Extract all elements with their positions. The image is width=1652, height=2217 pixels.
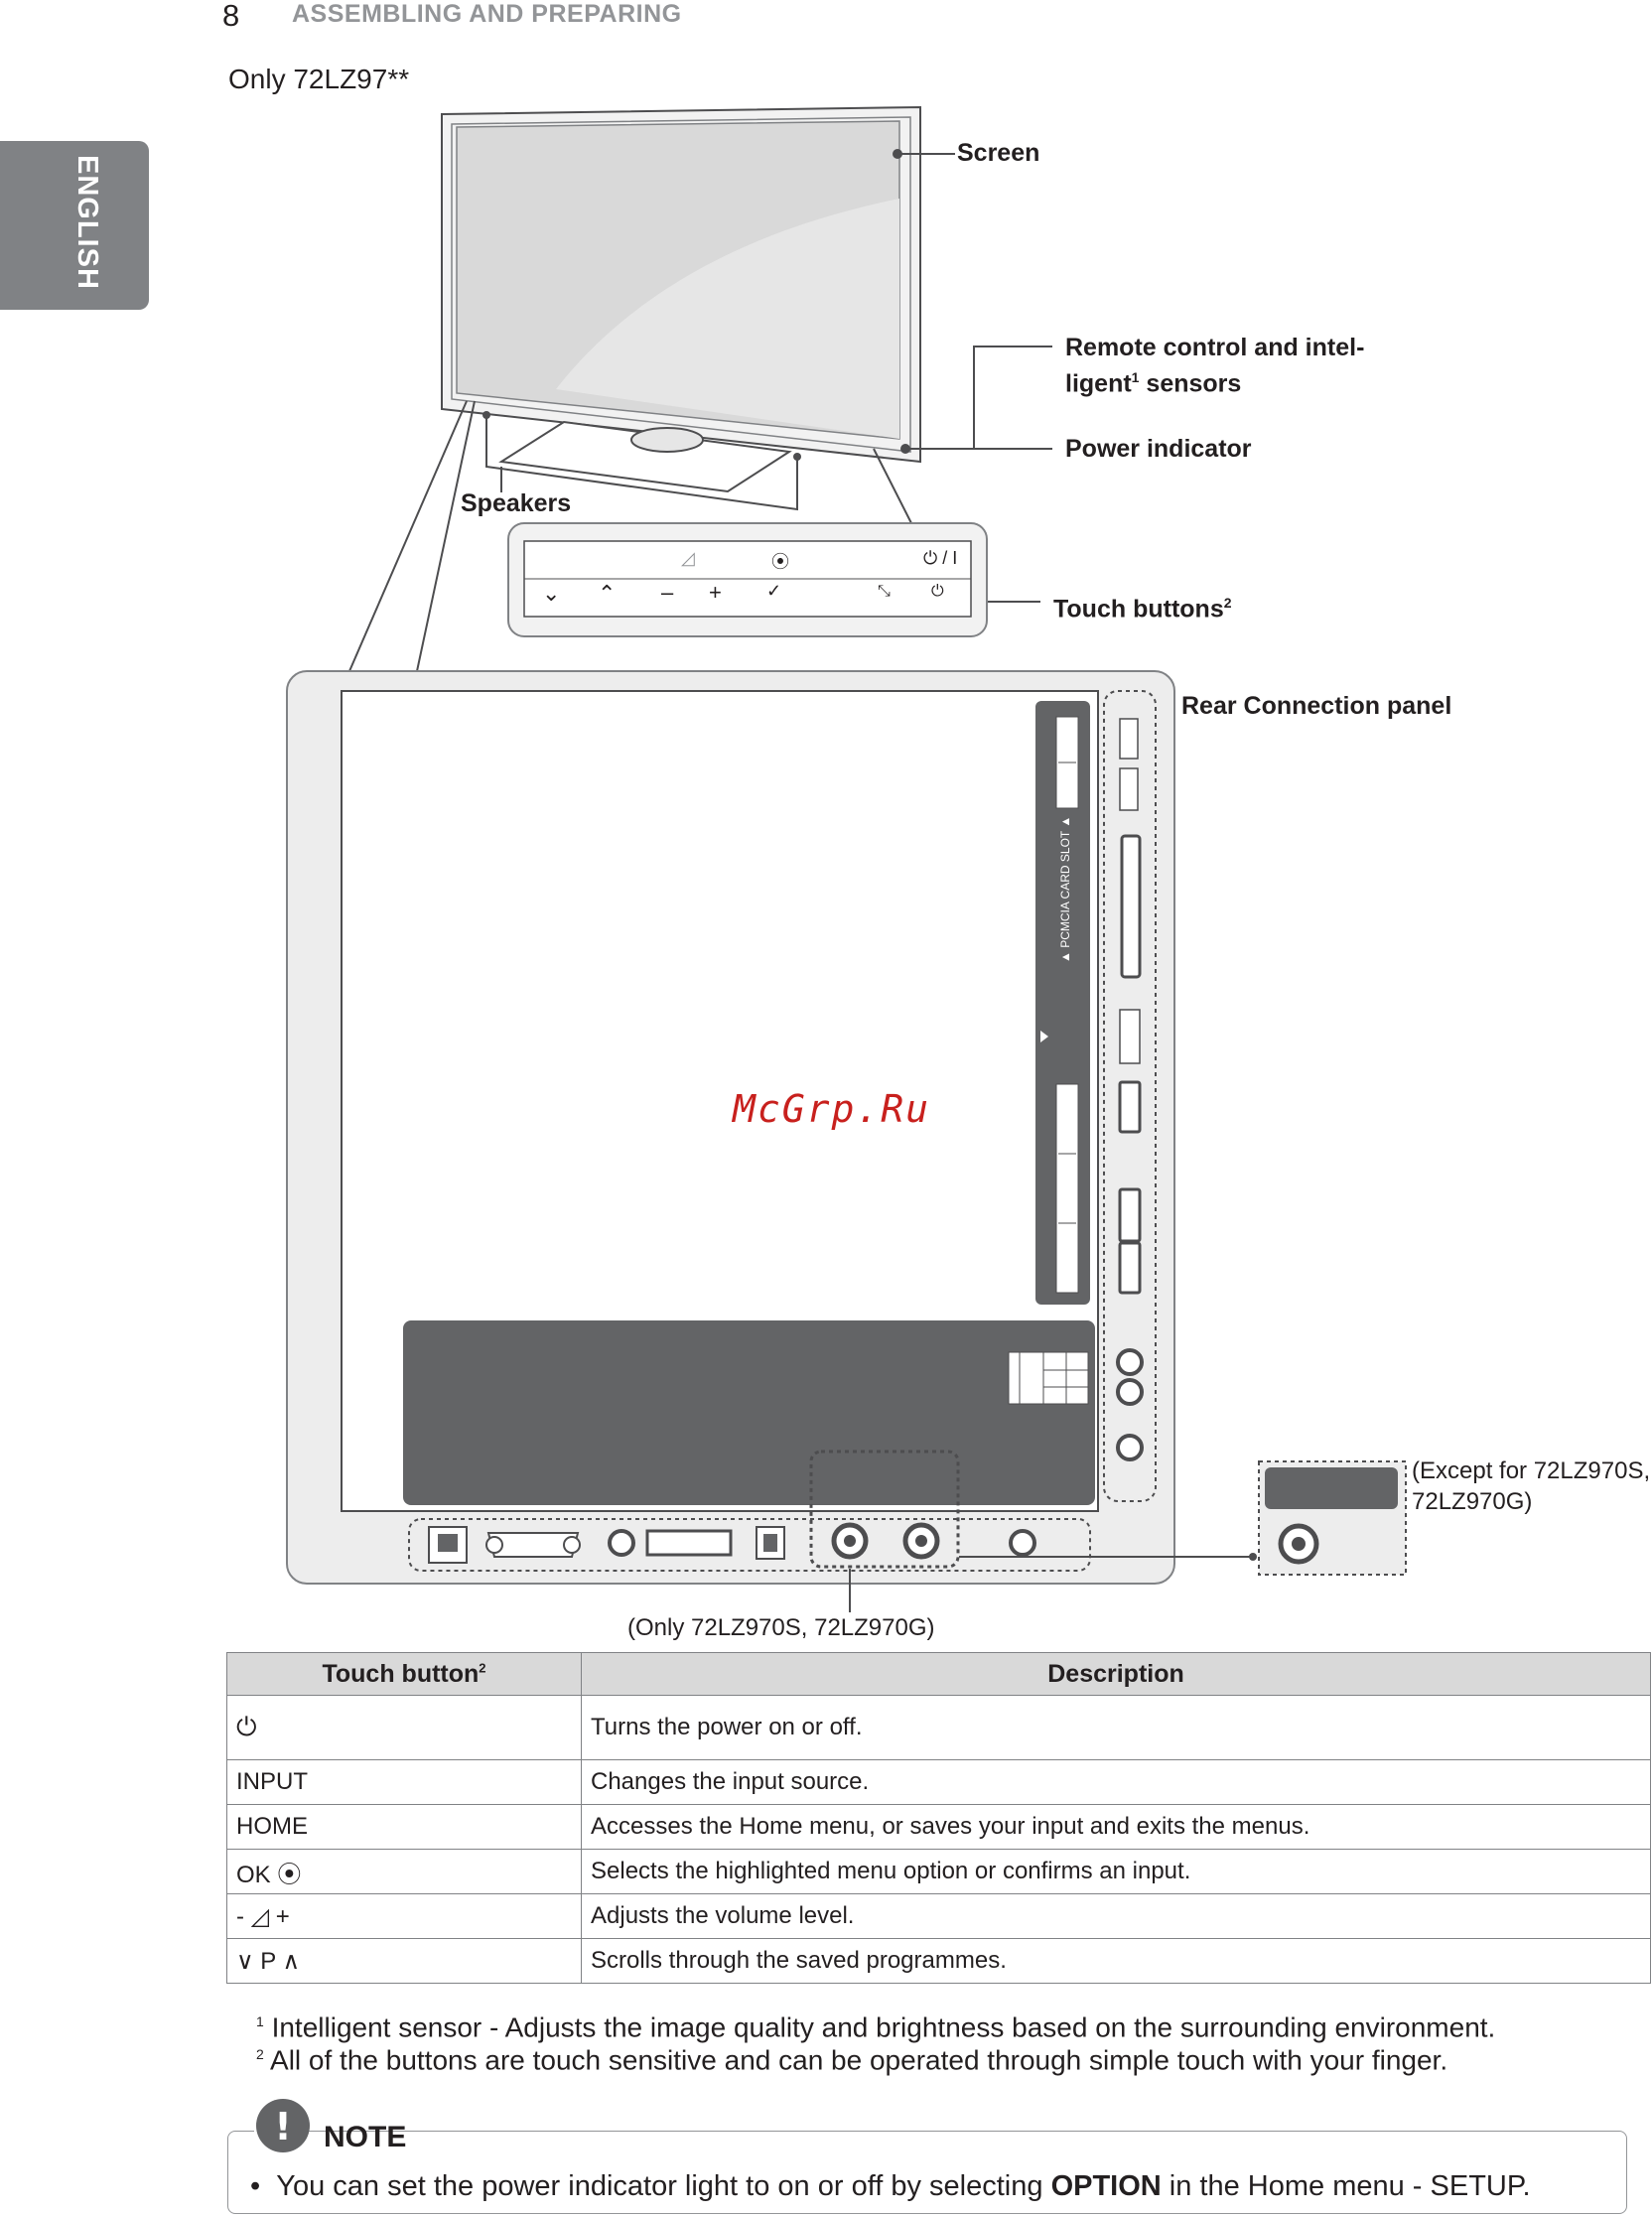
callout-remote-sensor-line1: Remote control and intel-	[1065, 334, 1365, 361]
callout-touch-buttons-label: Touch buttons	[1053, 595, 1224, 624]
callout-lines	[348, 149, 1171, 707]
tv-front-illustration	[441, 105, 921, 511]
table-row: INPUT Changes the input source.	[226, 1759, 1651, 1805]
footnote-2-text: All of the buttons are touch sensitive a…	[270, 2044, 1448, 2076]
table-cell-description: Scrolls through the saved programmes.	[581, 1938, 1651, 1984]
except-models-note: (Except for 72LZ970S, 72LZ970G)	[1412, 1455, 1650, 1517]
footnote-2-mark: 2	[256, 2046, 264, 2062]
table-row: OK ⦿ Selects the highlighted menu option…	[226, 1849, 1651, 1894]
note-text-bold: OPTION	[1050, 2170, 1162, 2202]
footnote-2: 2 All of the buttons are touch sensitive…	[256, 2038, 1447, 2076]
table-header-row: Touch button2 Description	[226, 1652, 1651, 1696]
callout-screen: Screen	[957, 139, 1040, 167]
table-cell-description: Changes the input source.	[581, 1759, 1651, 1805]
table-header-button-label: Touch button	[322, 1659, 480, 1688]
table-row: HOME Accesses the Home menu, or saves yo…	[226, 1804, 1651, 1850]
note-bullet: •	[250, 2170, 261, 2202]
callout-power-indicator: Power indicator	[1065, 435, 1252, 463]
table-cell-button: ∨ P ∧	[226, 1938, 582, 1984]
table-cell-description: Adjusts the volume level.	[581, 1893, 1651, 1939]
check-icon: ✓	[766, 581, 782, 601]
footnote-ref-2: 2	[1223, 595, 1232, 611]
note-title: NOTE	[324, 2121, 407, 2153]
table-cell-description: Accesses the Home menu, or saves your in…	[581, 1804, 1651, 1850]
note-text: • You can set the power indicator light …	[250, 2170, 1531, 2203]
section-title: ASSEMBLING AND PREPARING	[292, 0, 682, 28]
pcmcia-slot-label: ▲ PCMCIA CARD SLOT ▲	[1058, 815, 1072, 963]
table-header-sup: 2	[479, 1660, 486, 1676]
plus-icon: +	[709, 580, 722, 605]
warning-icon-glyph: !	[274, 2105, 291, 2148]
footnote-1-mark: 1	[256, 2013, 264, 2029]
callout-speakers: Speakers	[461, 489, 572, 517]
table-cell-button: HOME	[226, 1804, 582, 1850]
callout-touch-buttons: Touch buttons2	[1053, 588, 1232, 624]
table-cell-button: INPUT	[226, 1759, 582, 1805]
table-row: ⏻ Turns the power on or off.	[226, 1695, 1651, 1760]
table-cell-button: OK ⦿	[226, 1849, 582, 1894]
table-row: ∨ P ∧ Scrolls through the saved programm…	[226, 1938, 1651, 1984]
except-models-line1: (Except for 72LZ970S,	[1412, 1457, 1651, 1484]
footnote-1: 1 Intelligent sensor - Adjusts the image…	[256, 2006, 1495, 2043]
input-icon: ⤡	[878, 583, 891, 600]
ok-icon: ⦿	[771, 552, 789, 572]
language-tab: ENGLISH	[0, 141, 149, 310]
minus-icon: –	[661, 580, 674, 605]
tv-diagram	[286, 105, 1407, 1612]
footnote-ref-1: 1	[1131, 369, 1140, 385]
table-cell-description: Selects the highlighted menu option or c…	[581, 1849, 1651, 1894]
touch-button-strip	[507, 522, 988, 637]
note-header: ! NOTE	[254, 2097, 406, 2153]
table-cell-button: - ◿ +	[226, 1893, 582, 1939]
table-header-description: Description	[581, 1652, 1651, 1696]
note-box	[227, 2131, 1627, 2214]
table-cell-description: Turns the power on or off.	[581, 1695, 1651, 1760]
callout-remote-sensor-line2-b: sensors	[1139, 369, 1242, 398]
volume-icon: ◿	[681, 548, 695, 568]
power-icon: ⏻	[931, 583, 944, 600]
table-cell-button: ⏻	[226, 1695, 582, 1760]
table-header-button: Touch button2	[226, 1652, 582, 1696]
touch-button-table: Touch button2 Description ⏻ Turns the po…	[226, 1652, 1651, 1984]
except-models-line2: 72LZ970G)	[1412, 1488, 1533, 1515]
power-standby-icon: ⏻ / I	[923, 548, 958, 568]
callout-rear-panel: Rear Connection panel	[1181, 692, 1452, 720]
rear-panel-illustration	[286, 670, 1407, 1612]
note-text-before: You can set the power indicator light to…	[276, 2170, 1051, 2202]
page-number: 8	[222, 0, 240, 33]
callout-remote-sensor-line2-a: ligent	[1065, 369, 1132, 398]
chevron-down-icon: ⌄	[542, 581, 561, 606]
only-models-note: (Only 72LZ970S, 72LZ970G)	[627, 1614, 935, 1641]
model-title: Only 72LZ97**	[228, 64, 410, 94]
callout-remote-sensor-line2: ligent1 sensors	[1065, 362, 1364, 398]
table-row: - ◿ + Adjusts the volume level.	[226, 1893, 1651, 1939]
callout-remote-sensor: Remote control and intel- ligent1 sensor…	[1065, 333, 1364, 398]
watermark: McGrp.Ru	[733, 1087, 931, 1131]
warning-icon: !	[256, 2099, 310, 2152]
footnote-1-text: Intelligent sensor - Adjusts the image q…	[271, 2011, 1496, 2043]
chevron-up-icon: ⌃	[598, 581, 617, 606]
note-text-after: in the Home menu - SETUP.	[1161, 2170, 1531, 2202]
